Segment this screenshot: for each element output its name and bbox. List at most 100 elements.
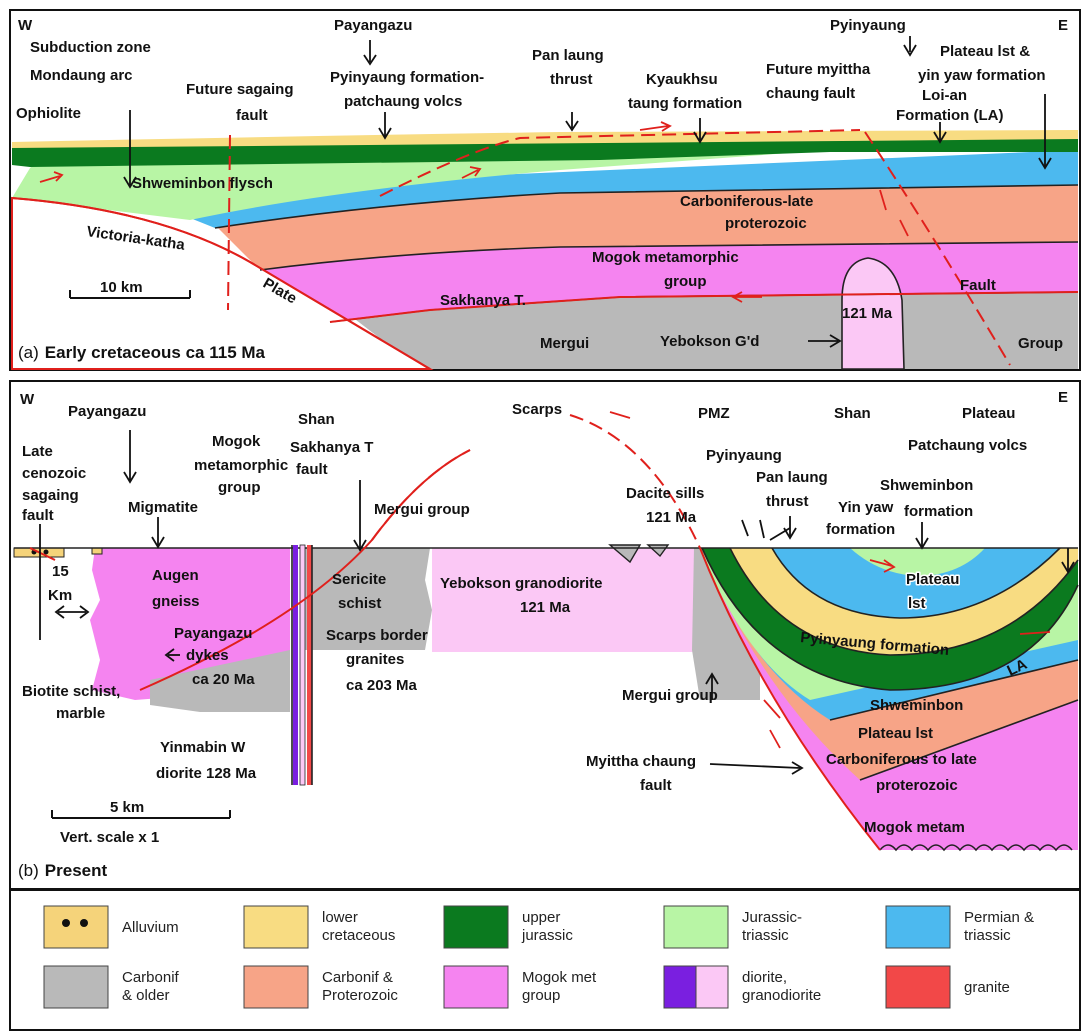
panel-a-scale-label: 10 km	[100, 279, 143, 296]
label-sakhanya-t-b: Sakhanya T	[290, 439, 373, 456]
legend-swatch	[44, 906, 108, 948]
label-yin-yaw-b: Yin yaw	[838, 499, 894, 516]
label-pan-laung-thrust: thrust	[550, 71, 593, 88]
label-shweminbon-low: Shweminbon	[870, 697, 963, 714]
label-yin-yaw-formation: formation	[826, 521, 895, 538]
label-myittha-chaung: Myittha chaung	[586, 753, 696, 770]
label-scarps: Scarps	[512, 401, 562, 418]
legend-swatch	[444, 906, 508, 948]
label-shweminbon-formation: formation	[904, 503, 973, 520]
label-pan-laung-b: Pan laung	[756, 469, 828, 486]
label-patchaung-volcs: Patchaung volcs	[908, 437, 1027, 454]
label-yebokson-121ma: 121 Ma	[520, 599, 571, 616]
label-dacite-121ma: 121 Ma	[646, 509, 697, 526]
label-pyinyaung-formation: Pyinyaung formation-	[330, 69, 484, 86]
label-mergui-group-top: Mergui group	[374, 501, 470, 518]
label-loi-an: Loi-an	[922, 87, 967, 104]
label-group: Group	[1018, 335, 1063, 352]
label-pan-laung: Pan laung	[532, 47, 604, 64]
legend-swatch	[444, 966, 508, 1008]
label-plateau-lst-b: Plateau	[906, 571, 959, 588]
label-augen: Augen	[152, 567, 199, 584]
legend-swatch-secondary	[696, 966, 728, 1008]
panel-b-caption: (b)Present	[18, 861, 107, 880]
label-future-sagaing-fault: fault	[236, 107, 268, 124]
label-sakhanya-fault: fault	[296, 461, 328, 478]
label-yebokson-gd: Yebokson G'd	[660, 333, 759, 350]
label-diorite-128ma: diorite 128 Ma	[156, 765, 257, 782]
label-dykes-20ma: ca 20 Ma	[192, 671, 255, 688]
label-yinmabin: Yinmabin W	[160, 739, 246, 756]
label-mergui: Mergui	[540, 335, 589, 352]
panel-b-east: E	[1058, 389, 1068, 406]
label-proterozoic-a: proterozoic	[725, 215, 807, 232]
panel-a-east: E	[1058, 17, 1068, 34]
label-yebokson-granodiorite: Yebokson granodiorite	[440, 575, 603, 592]
label-plateau: Plateau	[962, 405, 1015, 422]
legend-swatch	[886, 966, 950, 1008]
label-sagaing: sagaing	[22, 487, 79, 504]
panel-b-scale-label: 5 km	[110, 799, 144, 816]
label-migmatite: Migmatite	[128, 499, 198, 516]
label-pyinyaung-a: Pyinyaung	[830, 17, 906, 34]
label-myittha-fault: fault	[640, 777, 672, 794]
legend-item: Carbonif &Proterozoic	[244, 966, 398, 1008]
panel-a-caption: (a)Early cretaceous ca 115 Ma	[18, 343, 266, 362]
label-future-sagaing: Future sagaing	[186, 81, 294, 98]
legend-swatch	[44, 966, 108, 1008]
label-shan-right: Shan	[834, 405, 871, 422]
label-marble: marble	[56, 705, 105, 722]
label-scarps-border: Scarps border	[326, 627, 428, 644]
label-biotite-schist: Biotite schist,	[22, 683, 120, 700]
label-gneiss: gneiss	[152, 593, 200, 610]
label-subduction-zone: Subduction zone	[30, 39, 151, 56]
label-mogok-metamorphic-a: Mogok metamorphic	[592, 249, 739, 266]
label-shan-left: Shan	[298, 411, 335, 428]
dyke-granodiorite	[300, 545, 305, 785]
label-payangazu-b: Payangazu	[68, 403, 146, 420]
legend-swatch	[244, 966, 308, 1008]
panel-b-west: W	[20, 391, 35, 408]
label-dykes: dykes	[186, 647, 229, 664]
label-future-myittha: Future myittha	[766, 61, 871, 78]
label-shweminbon-flysch: Shweminbon flysch	[132, 175, 273, 192]
label-kyaukhsu: Kyaukhsu	[646, 71, 718, 88]
label-dacite-sills: Dacite sills	[626, 485, 704, 502]
legend-swatch	[244, 906, 308, 948]
legend-swatch	[664, 906, 728, 948]
label-lst-b: lst	[908, 595, 926, 612]
label-loi-an-formation: Formation (LA)	[896, 107, 1003, 124]
label-shweminbon-b: Shweminbon	[880, 477, 973, 494]
legend-swatch	[886, 906, 950, 948]
panel-a: 10 km W E Subduction zone Mondaung arc O…	[10, 10, 1080, 370]
panel-b-vert-scale: Vert. scale x 1	[60, 829, 159, 846]
label-cenozoic: cenozoic	[22, 465, 86, 482]
alluvium-patch	[92, 548, 102, 554]
label-depth-km: Km	[48, 587, 72, 604]
panel-b: 5 km Vert. scale x 1 W E Payangazu Late …	[10, 381, 1080, 889]
label-mogok-group-a: group	[664, 273, 707, 290]
legend-alluvium-dot	[62, 919, 70, 927]
label-plateau-lst-low: Plateau lst	[858, 725, 933, 742]
label-metamorphic-b: metamorphic	[194, 457, 288, 474]
label-fault: Fault	[960, 277, 996, 294]
dyke-diorite	[293, 545, 298, 785]
label-pan-laung-thrust-b: thrust	[766, 493, 809, 510]
legend-swatch	[664, 966, 696, 1008]
label-sakhanya-t: Sakhanya T.	[440, 292, 526, 309]
label-chaung-fault: chaung fault	[766, 85, 855, 102]
label-patchaung-volcs: patchaung volcs	[344, 93, 462, 110]
label-schist: schist	[338, 595, 381, 612]
label-carboniferous-late-b: Carboniferous to late	[826, 751, 977, 768]
label-mogok-b: Mogok	[212, 433, 261, 450]
label-granites: granites	[346, 651, 404, 668]
label-kyaukhsu-taung: taung formation	[628, 95, 742, 112]
label-group-b: group	[218, 479, 261, 496]
label-depth-15: 15	[52, 563, 69, 580]
label-121-ma: 121 Ma	[842, 305, 893, 322]
label-mondaung-arc: Mondaung arc	[30, 67, 133, 84]
label-plateau-lst: Plateau lst &	[940, 43, 1030, 60]
label-carboniferous-late: Carboniferous-late	[680, 193, 813, 210]
